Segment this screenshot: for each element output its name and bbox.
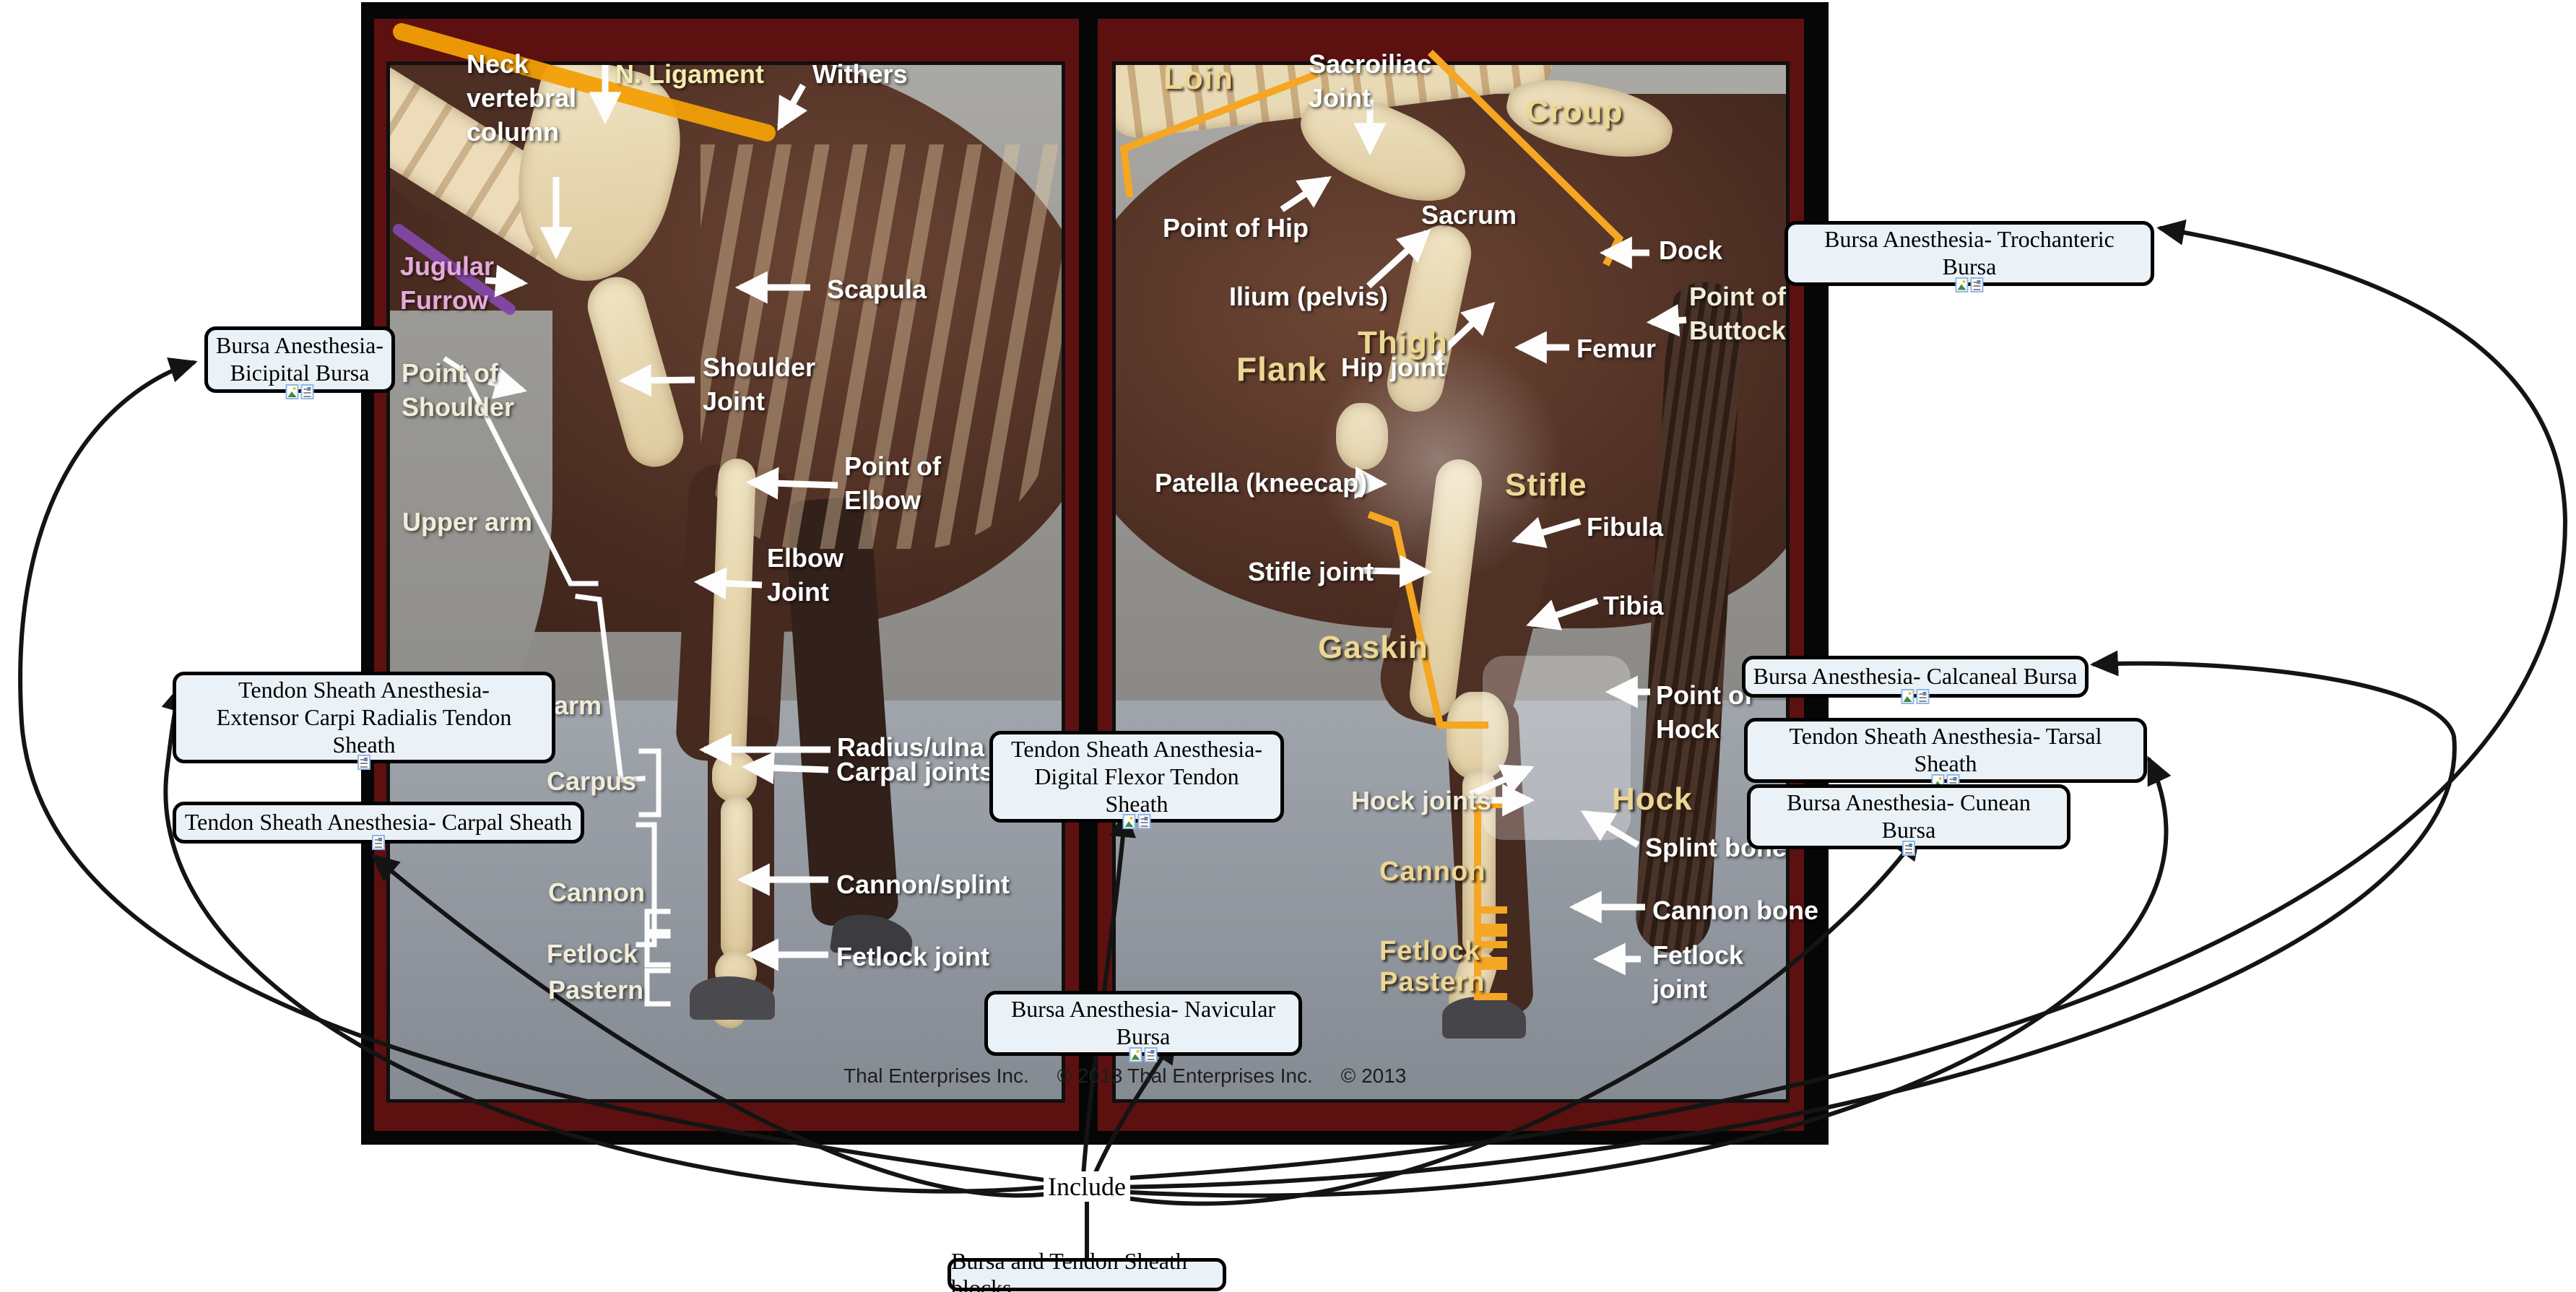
- document-resource-icon[interactable]: [1916, 689, 1930, 704]
- label-fibula: Fibula: [1587, 512, 1663, 542]
- concept-box-text: Tendon Sheath Anesthesia-: [1011, 736, 1262, 762]
- resource-icons: [285, 384, 314, 399]
- root-box-label: Bursa and Tendon Sheath blocks: [951, 1248, 1187, 1292]
- resource-icons: [1122, 814, 1151, 830]
- concept-box-extensor-carpi-radialis[interactable]: Tendon Sheath Anesthesia-Extensor Carpi …: [173, 672, 555, 771]
- label-cannon-bone: Cannon bone: [1652, 896, 1818, 925]
- concept-box-text: Extensor Carpi Radialis Tendon Sheath: [216, 703, 512, 758]
- document-resource-icon[interactable]: [300, 384, 314, 399]
- label-hip-joint: Hip joint: [1341, 352, 1445, 382]
- label-radius-ulna: Radius/ulna: [837, 732, 985, 762]
- label-upper-arm: Upper arm: [402, 507, 533, 537]
- label-dock: Dock: [1659, 235, 1723, 265]
- image-resource-icon[interactable]: [285, 384, 299, 399]
- label-stifle: Stifle: [1505, 467, 1587, 503]
- label-hock: Hock: [1612, 781, 1693, 817]
- label-sacroiliac-joint: Sacroiliac Joint: [1309, 49, 1432, 113]
- concept-box-text: Tendon Sheath Anesthesia- Carpal Sheath: [184, 809, 573, 836]
- label-patella-kneecap: Patella (kneecap): [1155, 468, 1368, 498]
- label-fetlock-joint-right: Fetlock joint: [1652, 940, 1744, 1004]
- resource-icons: [1901, 689, 1930, 704]
- resource-icons: [357, 755, 370, 771]
- document-resource-icon[interactable]: [1137, 814, 1151, 830]
- include-linking-phrase[interactable]: Include: [1044, 1171, 1130, 1202]
- concept-box-tarsal-sheath[interactable]: Tendon Sheath Anesthesia- Tarsal Sheath: [1744, 718, 2147, 789]
- label-tibia: Tibia: [1603, 591, 1664, 620]
- label-jugular-furrow: Jugular Furrow: [400, 251, 495, 315]
- label-fetlock-joint-left: Fetlock joint: [836, 942, 990, 971]
- image-resource-icon[interactable]: [1129, 1046, 1142, 1062]
- label-elbow-joint: Elbow Joint: [767, 543, 844, 607]
- concept-box-calcaneal-bursa[interactable]: Bursa Anesthesia- Calcaneal Bursa: [1742, 656, 2089, 704]
- label-scapula: Scapula: [827, 274, 927, 304]
- concept-box-bicipital-bursa[interactable]: Bursa Anesthesia-Bicipital Bursa: [204, 326, 395, 399]
- concept-box-text: Digital Flexor Tendon Sheath: [1034, 763, 1239, 817]
- document-resource-icon[interactable]: [1144, 1046, 1158, 1062]
- concept-box-trochanteric-bursa[interactable]: Bursa Anesthesia- Trochanteric Bursa: [1784, 221, 2154, 292]
- concept-box-navicular-bursa[interactable]: Bursa Anesthesia- Navicular Bursa: [984, 991, 1302, 1062]
- label-pastern-left: Pastern: [548, 975, 644, 1005]
- label-withers: Withers: [812, 59, 908, 89]
- label-point-of-buttock: Point of Buttock: [1689, 282, 1786, 345]
- label-carpal-joints: Carpal joints: [836, 757, 994, 786]
- label-fetlock-right: Fetlock: [1379, 936, 1481, 966]
- concept-box-digital-flexor[interactable]: Tendon Sheath Anesthesia-Digital Flexor …: [989, 731, 1284, 830]
- label-carpus: Carpus: [547, 766, 637, 796]
- label-pastern-right: Pastern: [1379, 967, 1486, 997]
- label-copyright-left: Thal Enterprises Inc. © 2013: [844, 1065, 1123, 1087]
- label-ilium-pelvis: Ilium (pelvis): [1229, 282, 1389, 311]
- label-femur: Femur: [1577, 334, 1657, 363]
- label-thigh: Thigh: [1358, 325, 1448, 360]
- concept-box-text: Bursa Anesthesia- Navicular Bursa: [1010, 996, 1276, 1049]
- image-resource-icon[interactable]: [1955, 277, 1969, 292]
- label-point-of-shoulder: Point of Shoulder: [402, 358, 515, 422]
- label-croup: Croup: [1526, 94, 1623, 129]
- label-cannon-right: Cannon: [1379, 857, 1486, 887]
- label-flank: Flank: [1236, 350, 1327, 388]
- document-resource-icon[interactable]: [357, 755, 370, 771]
- document-resource-icon[interactable]: [372, 835, 385, 850]
- document-resource-icon[interactable]: [1970, 277, 1984, 292]
- label-point-of-hip: Point of Hip: [1163, 213, 1309, 243]
- label-gaskin: Gaskin: [1318, 630, 1428, 665]
- concept-box-text: Tendon Sheath Anesthesia- Tarsal Sheath: [1789, 723, 2102, 776]
- concept-box-text: Bursa Anesthesia- Trochanteric Bursa: [1824, 226, 2115, 279]
- label-fetlock-left: Fetlock: [547, 939, 638, 968]
- label-n-ligament: N. Ligament: [615, 59, 765, 89]
- concept-box-text: Bursa Anesthesia- Calcaneal Bursa: [1753, 663, 2078, 690]
- label-sacrum: Sacrum: [1421, 200, 1517, 230]
- label-neck-vertebral-column: Neck vertebral column: [467, 49, 577, 147]
- label-cannon-splint: Cannon/splint: [836, 870, 1010, 899]
- concept-box-cunean-bursa[interactable]: Bursa Anesthesia- Cunean Bursa: [1747, 784, 2070, 856]
- label-loin: Loin: [1163, 61, 1233, 96]
- concept-box-text: Tendon Sheath Anesthesia-: [238, 677, 490, 703]
- label-copyright-right: Thal Enterprises Inc. © 2013: [1127, 1065, 1407, 1087]
- label-hock-joints: Hock joints: [1351, 786, 1492, 815]
- image-resource-icon[interactable]: [1901, 689, 1914, 704]
- label-shoulder-joint: Shoulder Joint: [703, 352, 816, 416]
- label-stifle-joint: Stifle joint: [1248, 557, 1374, 586]
- resource-icons: [372, 835, 385, 850]
- concept-box-text: Bicipital Bursa: [230, 360, 370, 386]
- concept-box-root[interactable]: Bursa and Tendon Sheath blocks: [947, 1248, 1226, 1292]
- label-point-of-hock: Point of Hock: [1656, 680, 1753, 744]
- resource-icons: [1129, 1046, 1158, 1062]
- resource-icons: [1902, 840, 1915, 856]
- concept-box-text: Bursa Anesthesia-: [216, 332, 383, 359]
- concept-box-carpal-sheath[interactable]: Tendon Sheath Anesthesia- Carpal Sheath: [173, 802, 584, 850]
- concept-box-text: Bursa Anesthesia- Cunean Bursa: [1787, 789, 2031, 843]
- document-resource-icon[interactable]: [1902, 840, 1915, 856]
- label-cannon-left: Cannon: [548, 877, 645, 907]
- image-resource-icon[interactable]: [1122, 814, 1136, 830]
- label-point-of-elbow: Point of Elbow: [844, 451, 941, 515]
- resource-icons: [1955, 277, 1984, 292]
